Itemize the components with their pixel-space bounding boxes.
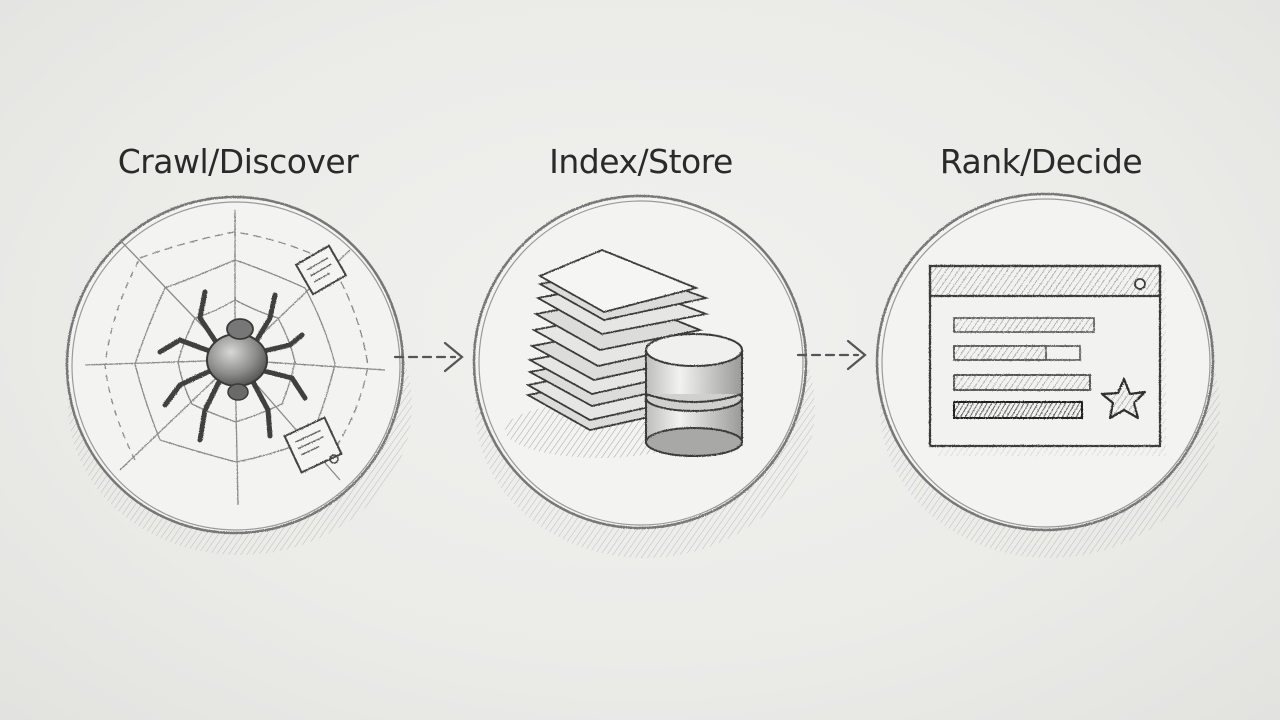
result-bar-3: [953, 374, 1091, 391]
result-bar-4: [953, 401, 1083, 419]
spider-head: [226, 318, 254, 340]
spider-abdomen-tip: [227, 383, 249, 401]
stage-label-rank: Rank/Decide: [939, 142, 1143, 181]
database-icon: [645, 333, 743, 457]
window-close-dot: [1134, 278, 1146, 290]
stage-label-index: Index/Store: [549, 142, 733, 181]
rank-circle-inner: [881, 198, 1211, 528]
crawl-circle-inner: [71, 201, 401, 531]
index-circle-inner: [478, 200, 804, 526]
document-icon: [294, 244, 348, 296]
crawl-stage: [65, 195, 412, 555]
rank-stage: [875, 192, 1220, 558]
connector-arrow-1: [393, 341, 464, 373]
spider-icon: [157, 289, 308, 443]
index-stage: [472, 194, 815, 558]
stage-label-crawl: Crawl/Discover: [117, 142, 359, 181]
spider-body: [206, 333, 268, 387]
ranked-results-window-icon: [928, 264, 1166, 456]
result-bar-1: [953, 317, 1095, 333]
connector-arrow-2: [796, 339, 867, 371]
document-icon: [283, 416, 343, 474]
star-icon: [1100, 377, 1147, 420]
